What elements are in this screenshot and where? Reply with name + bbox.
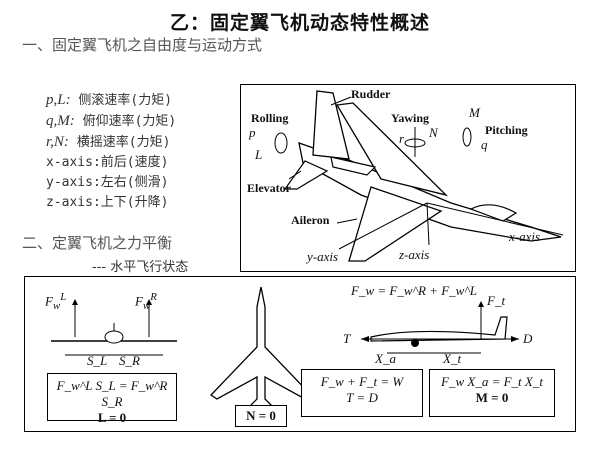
- y-axis-label: y-axis: [307, 249, 339, 264]
- SL-label: S_L: [87, 353, 108, 368]
- roll-moment-equation: L = 0: [97, 410, 127, 425]
- right-lift-label: FwR: [135, 291, 157, 312]
- roll-equation: F_w^L S_L = F_w^R S_R: [56, 378, 168, 409]
- aircraft-diagram-panel: Rudder Rolling Yawing Pitching Elevator …: [240, 84, 576, 272]
- pitch-balance-box: F_w X_a = F_t X_t M = 0: [429, 369, 555, 417]
- z-axis-line: [426, 202, 430, 246]
- dof-item: y-axis:左右(侧滑): [46, 175, 169, 190]
- z-axis-label: z-axis: [399, 247, 430, 262]
- section-balance-heading: 二、定翼飞机之力平衡: [22, 234, 173, 252]
- thrust-equation: T = D: [346, 390, 378, 405]
- tail-force-label: F_t: [487, 293, 506, 308]
- L-label: L: [255, 147, 263, 162]
- yawing-label: Yawing: [391, 111, 430, 125]
- thrust-label: T: [343, 331, 351, 346]
- balance-panel: FwL FwR S_L S_R F_w^L S_L = F_w^R S_R L …: [24, 276, 576, 432]
- canopy-shape: [469, 204, 518, 222]
- section-balance-subheading: --- 水平飞行状态: [92, 260, 189, 275]
- drag-label: D: [523, 331, 533, 346]
- aircraft-illustration: [274, 90, 564, 262]
- left-lift-label: FwL: [45, 291, 67, 312]
- elevator-pointer: [288, 170, 302, 180]
- y-axis-line: [338, 202, 428, 250]
- roll-arrow-icon: [274, 132, 288, 154]
- pitch-arrow-icon: [462, 127, 472, 147]
- M-label: M: [469, 105, 480, 120]
- right-wing-shape: [335, 102, 449, 197]
- roll-balance-box: F_w^L S_L = F_w^R S_R L = 0: [47, 373, 177, 425]
- N-label: N: [429, 125, 438, 140]
- Xt-label: X_t: [443, 351, 462, 366]
- q-label: q: [481, 137, 488, 152]
- rudder-shape: [312, 90, 350, 160]
- dof-item: z-axis:上下(升降): [46, 195, 169, 210]
- elevator-right-shape: [330, 156, 377, 176]
- dof-item: r,N: 横摇速率(力矩): [46, 134, 171, 150]
- rudder-pointer: [330, 96, 352, 106]
- force-balance-box: F_w + F_t = W T = D: [301, 369, 423, 417]
- left-wing-shape: [348, 186, 443, 262]
- top-view-aircraft: [209, 286, 313, 419]
- elevator-left-shape: [283, 160, 329, 190]
- dof-list: p,L: 侧滚速率(力矩) q,M: 俯仰速率(力矩) r,N: 横摇速率(力矩…: [46, 90, 236, 213]
- wing-force-sum-label: F_w = F_w^R + F_w^L: [351, 283, 478, 298]
- dof-item: x-axis:前后(速度): [46, 155, 169, 170]
- section-dof-heading: 一、固定翼飞机之自由度与运动方式: [22, 36, 263, 54]
- dof-item: p,L: 侧滚速率(力矩): [46, 92, 173, 108]
- x-axis-line: [426, 202, 564, 236]
- yaw-balance-box: N = 0: [235, 405, 287, 427]
- pitch-equation: F_w X_a = F_t X_t: [441, 374, 543, 389]
- front-view-fuselage: [104, 330, 124, 344]
- dof-item: q,M: 俯仰速率(力矩): [46, 113, 177, 129]
- x-axis-label: x-axis: [509, 229, 541, 244]
- r-label: r: [399, 131, 405, 146]
- center-of-gravity: [411, 339, 419, 347]
- pitching-label: Pitching: [485, 123, 528, 137]
- lift-equation: F_w + F_t = W: [320, 374, 404, 389]
- aileron-label: Aileron: [291, 213, 330, 227]
- rudder-label: Rudder: [351, 87, 391, 101]
- pitch-moment-equation: M = 0: [475, 390, 509, 405]
- Xa-label: X_a: [375, 351, 396, 366]
- p-label: p: [249, 125, 256, 140]
- page-title: 乙：固定翼飞机动态特性概述: [169, 12, 430, 34]
- side-view-aircraft: [370, 316, 508, 342]
- elevator-label: Elevator: [247, 181, 291, 195]
- rolling-label: Rolling: [251, 111, 289, 125]
- SR-label: S_R: [119, 353, 140, 368]
- aileron-pointer: [336, 218, 358, 224]
